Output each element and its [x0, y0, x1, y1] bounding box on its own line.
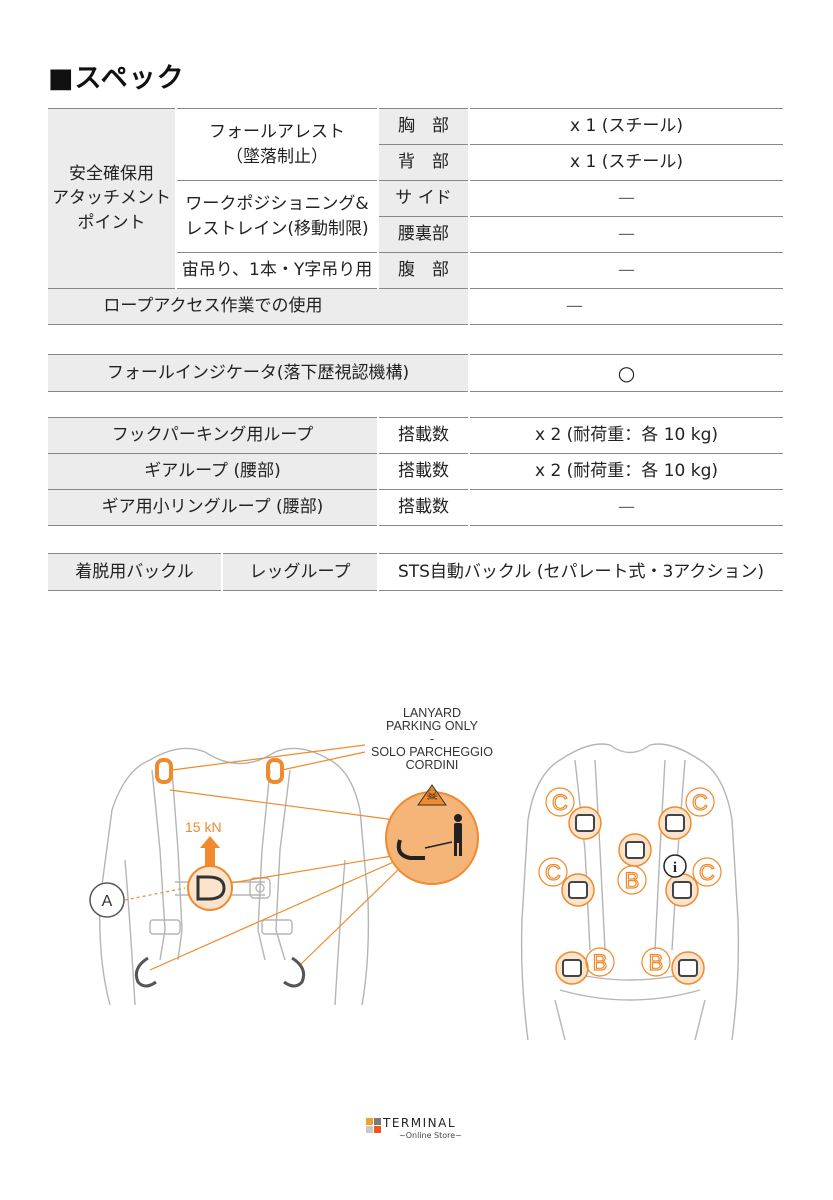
parking-text-3: -: [430, 732, 434, 746]
fall-indicator-label: フォールインジケータ(落下歴視認機構): [48, 354, 470, 392]
label-c: C: [692, 790, 708, 815]
attachment-category-cell: 安全確保用 アタッチメント ポイント: [48, 108, 177, 289]
warning-circle: [385, 791, 479, 885]
loop-value: x 2 (耐荷重：各 10 kg): [469, 453, 783, 490]
loop-count-label: 搭載数: [378, 489, 470, 526]
attachment-category-line-2: アタッチメント: [52, 188, 171, 209]
loop-label: ギアループ (腰部): [48, 453, 379, 490]
label-b: B: [625, 868, 640, 893]
fall-arrest-line-2: （墜落制止）: [226, 146, 328, 167]
back-buckles: [555, 806, 705, 985]
side-label: サ イド: [378, 180, 470, 217]
callout-lines: [149, 744, 401, 971]
attachment-spec-table: 安全確保用 アタッチメント ポイント フォールアレスト （墜落制止） 胸 部 x…: [48, 108, 783, 325]
belly-label: 腹 部: [378, 252, 470, 289]
rope-access-label: ロープアクセス作業での使用: [48, 288, 470, 325]
label-c: C: [545, 860, 561, 885]
loop-label: ギア用小リングループ (腰部): [48, 489, 379, 526]
label-b: B: [649, 950, 664, 975]
table-row: ギア用小リングループ (腰部) 搭載数 —: [48, 489, 783, 526]
suspension-label: 宙吊り、1本・Y字吊り用: [176, 252, 379, 289]
loop-value: x 2 (耐荷重：各 10 kg): [469, 417, 783, 454]
label-c: C: [699, 860, 715, 885]
logo-square-icon: [374, 1126, 381, 1133]
work-positioning-line-1: ワークポジショニング&: [185, 193, 369, 214]
table-row: ギアループ (腰部) 搭載数 x 2 (耐荷重：各 10 kg): [48, 453, 783, 490]
force-label: 15 kN: [185, 819, 222, 835]
label-i: i: [673, 860, 677, 876]
label-a: A: [102, 893, 113, 910]
side-value: —: [469, 180, 783, 217]
label-a-badge: [89, 882, 125, 918]
buckle-sub-label: レッグループ: [222, 553, 379, 591]
warning-triangle-icon: [417, 784, 447, 806]
work-positioning-cell: ワークポジショニング& レストレイン(移動制限): [176, 180, 379, 253]
chest-value: x 1 (スチール): [469, 108, 783, 145]
buckle-label: 着脱用バックル: [48, 553, 223, 591]
buckle-value: STS自動バックル (セパレート式・3アクション): [378, 553, 783, 591]
loop-count-label: 搭載数: [378, 453, 470, 490]
rope-access-value: —: [469, 288, 783, 325]
parking-text-2: PARKING ONLY: [386, 719, 479, 733]
waist-back-value: —: [469, 216, 783, 253]
d-ring-icon: [196, 875, 226, 901]
parking-text-1: LANYARD: [403, 706, 461, 720]
belly-value: —: [469, 252, 783, 289]
label-c: C: [552, 790, 568, 815]
gear-hook-icon: [283, 956, 306, 988]
back-value: x 1 (スチール): [469, 144, 783, 181]
fall-arrest-cell: フォールアレスト （墜落制止）: [176, 108, 379, 181]
gear-hook-icon: [134, 956, 157, 988]
logo-square-icon: [374, 1118, 381, 1125]
hook-icon: [396, 839, 425, 860]
harness-illustration: 15 kN A LANYARD PARKING ONLY - SOLO PARC…: [89, 706, 740, 1041]
parking-text-5: CORDINI: [406, 758, 459, 772]
loop-value: —: [469, 489, 783, 526]
attachment-category-line-3: ポイント: [77, 212, 146, 233]
waist-back-label: 腰裏部: [378, 216, 470, 253]
page-title: ■スペック: [48, 63, 185, 94]
loops-table: フックパーキング用ループ 搭載数 x 2 (耐荷重：各 10 kg) ギアループ…: [48, 417, 783, 526]
logo-square-icon: [366, 1126, 373, 1133]
fall-arrest-line-1: フォールアレスト: [209, 121, 345, 142]
loop-count-label: 搭載数: [378, 417, 470, 454]
parking-loop-icon: [155, 758, 284, 784]
info-icon: [663, 854, 687, 878]
attachment-category-line-1: 安全確保用: [69, 163, 154, 184]
skull-icon: ☠: [426, 788, 439, 804]
chest-label: 胸 部: [378, 108, 470, 145]
force-arrow-icon: [200, 836, 220, 870]
work-positioning-line-2: レストレイン(移動制限): [185, 218, 369, 239]
logo-subtitle: ~Online Store~: [399, 1131, 462, 1140]
parking-text-4: SOLO PARCHEGGIO: [371, 745, 493, 759]
buckle-table: 着脱用バックル レッグループ STS自動バックル (セパレート式・3アクション): [48, 553, 783, 591]
logo-name: TERMINAL: [383, 1116, 457, 1130]
loop-label: フックパーキング用ループ: [48, 417, 379, 454]
fall-indicator-value: ○: [469, 354, 783, 392]
logo-square-icon: [366, 1118, 373, 1125]
table-row: フックパーキング用ループ 搭載数 x 2 (耐荷重：各 10 kg): [48, 417, 783, 454]
person-icon: [454, 814, 462, 856]
fall-indicator-table: フォールインジケータ(落下歴視認機構) ○: [48, 354, 783, 392]
label-b: B: [593, 950, 608, 975]
back-label: 背 部: [378, 144, 470, 181]
